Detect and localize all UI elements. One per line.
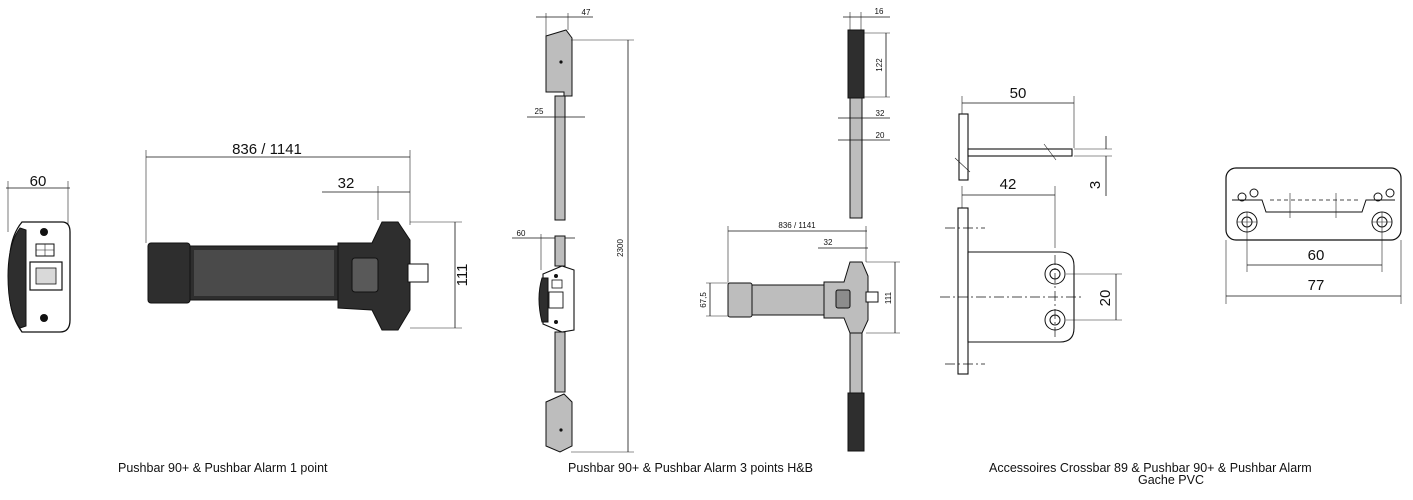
dim-rod-side-a: 32 [876, 109, 885, 118]
dim-plate-hole-spacing: 60 [1308, 247, 1325, 264]
dim-rod-width: 25 [535, 107, 544, 116]
bracket-top-view: 50 3 [954, 85, 1112, 196]
dim-total-height: 2300 [616, 239, 625, 257]
side-view-3-points: 47 25 2300 60 [512, 8, 634, 453]
bracket-front-view: 42 20 [940, 176, 1122, 375]
dim-bar-height-3p: 111 [884, 291, 893, 304]
dim-bracket-width: 50 [1010, 85, 1027, 102]
dim-bracket-depth: 42 [1000, 176, 1017, 193]
rod-view-3-points: 16 122 32 20 836 / 1141 32 111 67,5 [699, 7, 900, 452]
front-view-1-point: 836 / 1141 32 111 [145, 141, 471, 331]
caption-accessories-line1: Accessoires Crossbar 89 & Pushbar 90+ & … [989, 461, 1312, 475]
dim-bar-length: 836 / 1141 [232, 141, 302, 158]
caption-accessories-line2: Gache PVC [1138, 473, 1205, 487]
end-view-1-point: 60 [6, 173, 71, 333]
dim-head-width: 60 [517, 229, 526, 238]
dim-rod-side-b: 20 [876, 131, 885, 140]
dim-bar-offset-3p: 32 [824, 238, 833, 247]
strike-plate-view: 60 77 [1225, 167, 1402, 304]
dim-bar-height: 111 [454, 264, 471, 287]
dim-side-width: 60 [30, 173, 47, 190]
dim-rod-top-length: 122 [875, 58, 884, 72]
dim-bracket-thickness: 3 [1087, 181, 1104, 189]
dim-bar-length-3p: 836 / 1141 [778, 221, 816, 230]
dim-rod-width-top: 47 [582, 8, 591, 17]
caption-three-points: Pushbar 90+ & Pushbar Alarm 3 points H&B [568, 461, 813, 475]
dim-bar-offset: 32 [338, 175, 355, 192]
caption-one-point: Pushbar 90+ & Pushbar Alarm 1 point [118, 461, 328, 475]
dim-hole-spacing: 20 [1097, 290, 1114, 307]
dim-bar-depth-3p: 67,5 [699, 292, 708, 308]
dim-plate-width: 77 [1308, 277, 1325, 294]
dim-rod-top-width: 16 [875, 7, 884, 16]
